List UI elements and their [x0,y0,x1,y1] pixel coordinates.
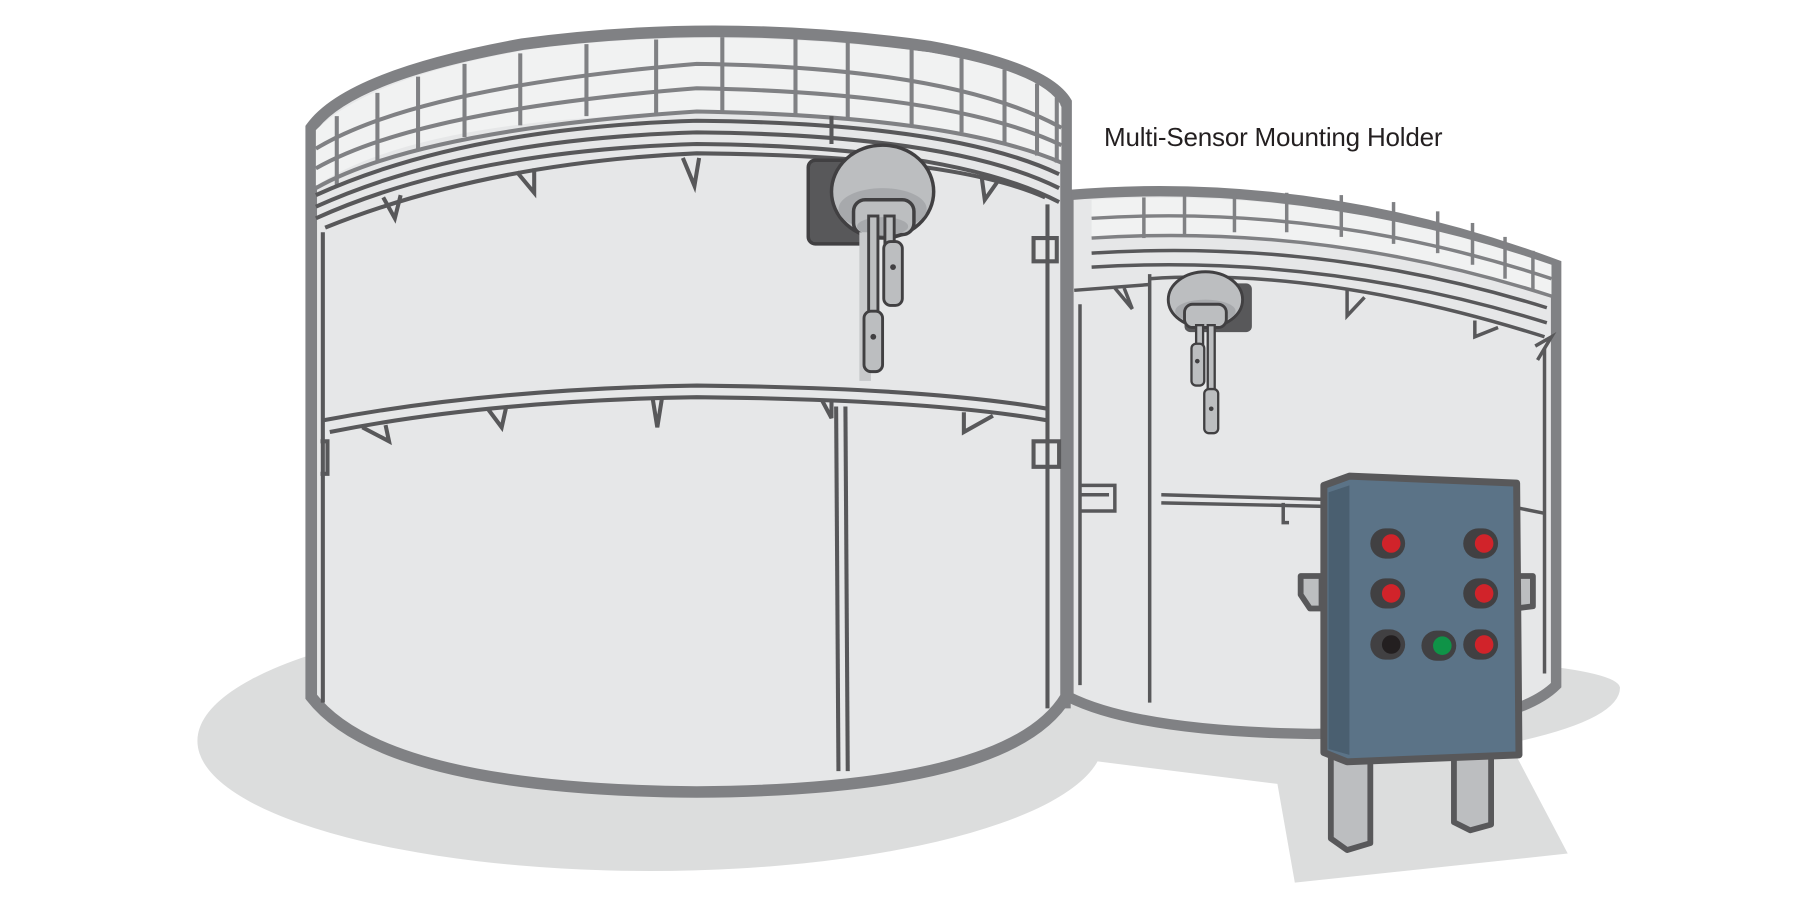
indicator-light-red [1463,578,1499,609]
indicator-light-red [1463,528,1499,559]
indicator-light-red [1463,629,1499,660]
indicator-light-red [1370,578,1406,609]
indicator-light-green [1421,630,1457,661]
control-panel [1297,472,1536,853]
large-storage-tank [305,25,1072,798]
indicator-light-black [1370,629,1406,660]
multi-sensor-mounting-holder-small [1166,270,1252,435]
multi-sensor-mounting-holder-large [806,143,936,381]
sensor-holder-label: Multi-Sensor Mounting Holder [1104,122,1443,152]
indicator-light-red [1370,528,1406,559]
